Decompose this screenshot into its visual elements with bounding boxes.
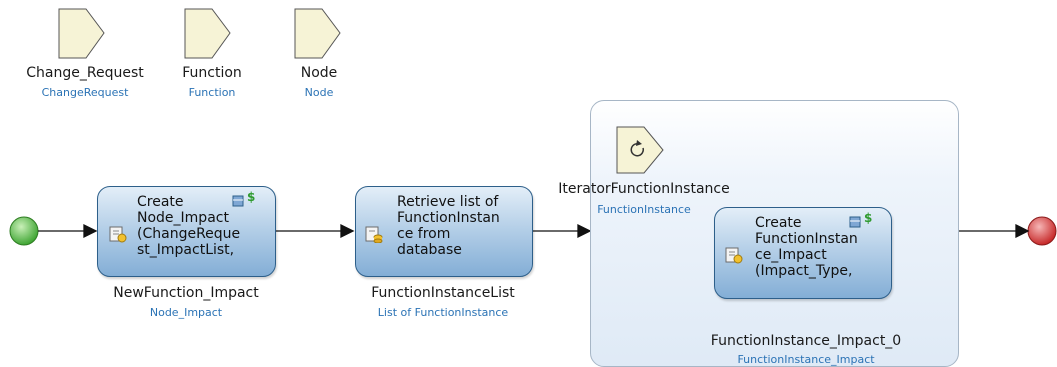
- activity-output-name: NewFunction_Impact: [113, 285, 259, 301]
- parameter-type: Function: [188, 86, 236, 99]
- activity-output-type: List of FunctionInstance: [377, 306, 509, 319]
- loop-icon: [630, 140, 644, 157]
- create-object-icon: [109, 225, 127, 247]
- entity-icon: [849, 213, 861, 232]
- parameter-name: Node: [300, 65, 338, 81]
- commit-icon: $: [864, 211, 873, 225]
- activity-caption: Create FunctionInstan ce_Impact (Impact_…: [755, 215, 858, 279]
- parameter-shape[interactable]: [184, 8, 232, 60]
- sequence-flow[interactable]: [38, 223, 98, 239]
- end-event[interactable]: [1027, 216, 1057, 246]
- create-object-icon: [725, 246, 743, 268]
- activity-caption: Retrieve list of FunctionInstan ce from …: [397, 194, 500, 258]
- sequence-flow[interactable]: [957, 223, 1030, 239]
- iterator-type: FunctionInstance: [597, 203, 691, 216]
- activity-caption: Create Node_Impact (ChangeReque st_Impac…: [137, 194, 241, 258]
- entity-icon: [232, 192, 244, 211]
- activity-output-name: FunctionInstance_Impact_0: [710, 333, 902, 349]
- retrieve-database-icon: [365, 225, 383, 247]
- sequence-flow[interactable]: [531, 223, 592, 239]
- activity-output-type: Node_Impact: [149, 306, 223, 319]
- parameter-name: Change_Request: [26, 65, 144, 81]
- iterator-name: IteratorFunctionInstance: [558, 181, 730, 197]
- retrieve-function-instance-activity[interactable]: Retrieve list of FunctionInstan ce from …: [355, 186, 533, 277]
- commit-icon: $: [247, 190, 256, 204]
- sequence-flow[interactable]: [273, 223, 355, 239]
- create-function-instance-impact-activity[interactable]: $ Create FunctionInstan ce_Impact (Impac…: [714, 207, 892, 299]
- activity-output-name: FunctionInstanceList: [371, 285, 515, 301]
- parameter-name: Function: [182, 65, 242, 81]
- parameter-shape[interactable]: [294, 8, 342, 60]
- parameter-type: Node: [304, 86, 334, 99]
- create-node-impact-activity[interactable]: $ Create Node_Impact (ChangeReque st_Imp…: [97, 186, 276, 277]
- start-event[interactable]: [9, 216, 39, 246]
- parameter-shape[interactable]: [58, 8, 106, 60]
- parameter-type: ChangeRequest: [41, 86, 129, 99]
- iterator-shape[interactable]: [616, 126, 666, 176]
